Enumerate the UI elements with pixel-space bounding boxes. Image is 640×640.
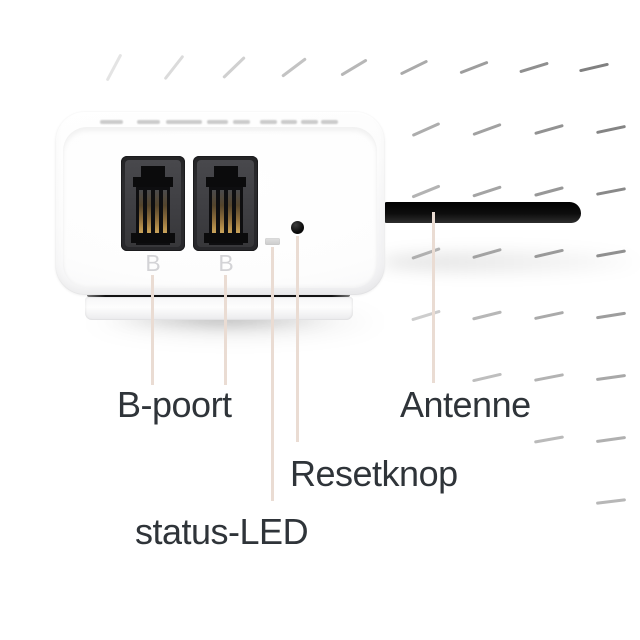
signal-dash (533, 434, 565, 444)
top-print-mark (166, 120, 202, 124)
top-print-mark (301, 120, 318, 124)
signal-dash (519, 61, 549, 73)
port-latch-slot (213, 166, 238, 179)
signal-dash (595, 186, 627, 196)
signal-dash (163, 54, 185, 80)
device-body (55, 111, 385, 295)
port-pin (155, 190, 159, 242)
status-led (265, 238, 280, 245)
top-print-mark (260, 120, 277, 124)
port-pin (211, 190, 216, 242)
signal-dash (534, 310, 564, 320)
antenna (384, 202, 581, 223)
signal-dash (459, 60, 489, 74)
port-bottom-slot (131, 233, 175, 243)
signal-dash (579, 62, 609, 72)
signal-dash (281, 56, 307, 78)
port-plug-slot (205, 177, 246, 187)
signal-dash (399, 59, 429, 75)
signal-dash (105, 53, 123, 81)
phone-port-2-socket (197, 160, 254, 247)
port-pin (147, 190, 151, 242)
top-print-mark (207, 120, 228, 124)
phone-port-2 (193, 156, 258, 251)
top-print-mark (100, 120, 123, 124)
leader-line-antenna (432, 212, 435, 383)
port-pin (219, 190, 224, 242)
port-pin (163, 190, 167, 242)
phone-port-1 (121, 156, 185, 251)
signal-dash (534, 123, 564, 135)
leader-line-status-led (271, 247, 274, 501)
signal-dash (596, 124, 626, 134)
signal-dash (534, 185, 564, 197)
leader-line-reset (296, 236, 299, 442)
signal-dash (411, 183, 441, 199)
base-gap-line (87, 293, 350, 297)
leader-line-b-port-1 (151, 275, 154, 385)
port-pin (139, 190, 143, 242)
port-pin (235, 190, 240, 242)
signal-dash (472, 122, 502, 136)
callout-label-status-led: status-LED (135, 511, 309, 552)
signal-dash (340, 57, 368, 77)
callout-label-reset: Resetknop (290, 453, 458, 494)
callout-label-antenna: Antenne (400, 384, 531, 425)
antenna-shadow (380, 252, 638, 272)
top-print-mark (137, 120, 160, 124)
signal-dash (595, 497, 627, 505)
signal-dash (595, 435, 627, 443)
reset-button-hole (291, 221, 304, 234)
port-bottom-slot (203, 233, 248, 243)
port-latch-slot (141, 166, 165, 179)
signal-dash (222, 55, 246, 79)
signal-dash (472, 372, 502, 382)
top-print-mark (233, 120, 250, 124)
top-print-mark (281, 120, 297, 124)
port-pin (227, 190, 232, 242)
port-label-b-2: B (218, 250, 234, 276)
port-plug-slot (133, 177, 173, 187)
signal-dash (595, 311, 627, 319)
signal-dash (533, 372, 565, 382)
top-print-mark (321, 120, 338, 124)
signal-dash (472, 309, 502, 321)
phone-port-1-socket (125, 160, 181, 247)
signal-dash (595, 373, 627, 381)
port-label-b-1: B (145, 250, 161, 276)
signal-dash (472, 184, 502, 198)
device-base (85, 297, 353, 320)
signal-dash (411, 121, 441, 137)
leader-line-b-port-2 (224, 275, 227, 385)
callout-label-b-port: B-poort (117, 384, 232, 425)
